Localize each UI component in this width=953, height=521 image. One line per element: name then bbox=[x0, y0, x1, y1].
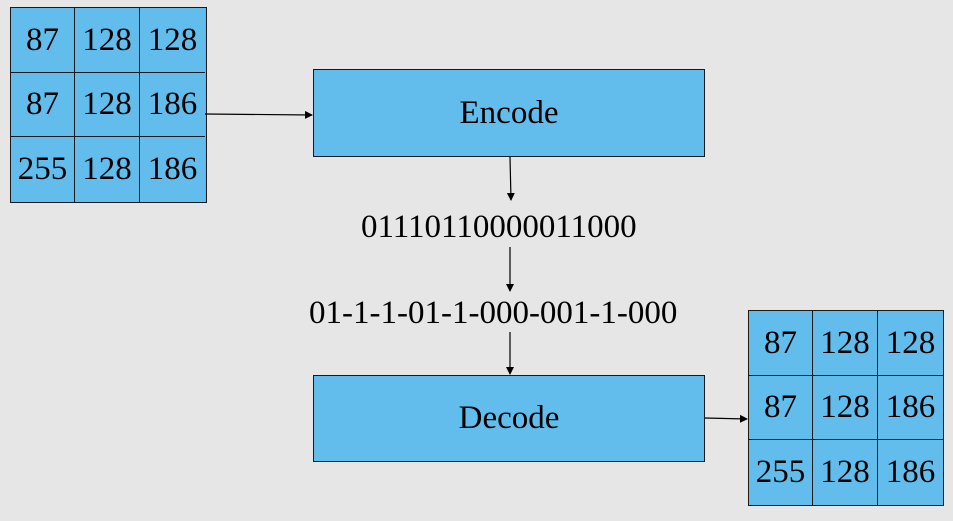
input-cell: 128 bbox=[75, 137, 140, 202]
output-cell: 128 bbox=[813, 376, 878, 440]
output-cell: 128 bbox=[813, 311, 878, 376]
output-cell: 87 bbox=[749, 376, 813, 440]
encode-box: Encode bbox=[313, 69, 705, 157]
input-cell: 87 bbox=[11, 73, 75, 137]
decode-box: Decode bbox=[313, 375, 705, 462]
input-cell: 128 bbox=[140, 8, 205, 73]
output-cell: 128 bbox=[878, 311, 943, 376]
arrow-decode-to-matrix bbox=[704, 414, 748, 423]
output-cell: 87 bbox=[749, 311, 813, 376]
arrow-encode-to-bitstream bbox=[506, 156, 515, 201]
input-cell: 128 bbox=[75, 8, 140, 73]
decode-label: Decode bbox=[458, 400, 560, 436]
output-cell: 186 bbox=[878, 376, 943, 440]
output-pixel-matrix: 87 128 128 87 128 186 255 128 186 bbox=[748, 310, 944, 506]
arrow-matrix-to-encode bbox=[204, 110, 313, 119]
input-cell: 128 bbox=[75, 73, 140, 137]
output-cell: 255 bbox=[749, 440, 813, 505]
input-cell: 255 bbox=[11, 137, 75, 202]
encode-label: Encode bbox=[459, 94, 559, 131]
input-cell: 186 bbox=[140, 137, 205, 202]
output-cell: 128 bbox=[813, 440, 878, 505]
input-cell: 186 bbox=[140, 73, 205, 137]
input-cell: 87 bbox=[11, 8, 75, 73]
encoded-bitstream: 01110110000011000 bbox=[361, 209, 637, 245]
segmented-bitstream: 01-1-1-01-1-000-001-1-000 bbox=[309, 295, 678, 331]
input-pixel-matrix: 87 128 128 87 128 186 255 128 186 bbox=[10, 7, 207, 203]
output-cell: 186 bbox=[878, 440, 943, 505]
